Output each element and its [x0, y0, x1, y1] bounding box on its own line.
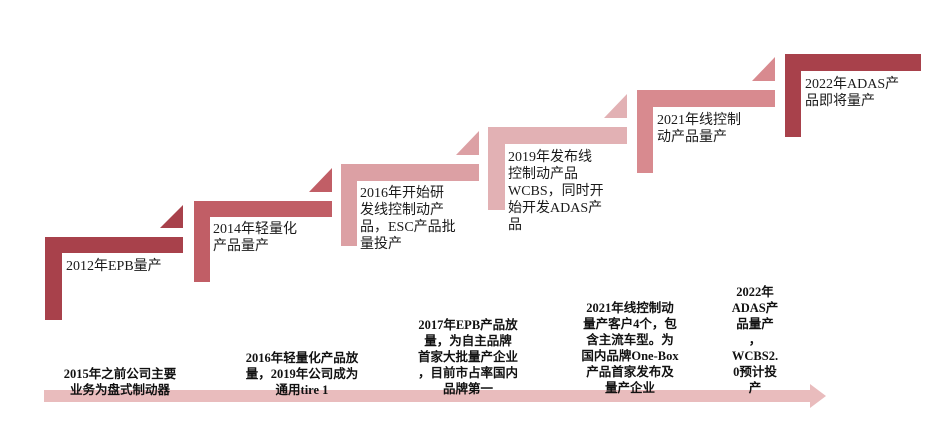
step-3-bar [341, 164, 479, 246]
step-1-bar [45, 237, 183, 320]
step-4-tip [604, 94, 627, 118]
step-2-label: 2014年轻量化 产品量产 [213, 222, 297, 254]
step-3-shape [341, 131, 479, 246]
step-2-shape [194, 168, 332, 282]
step-5-label: 2021年线控制 动产品量产 [657, 113, 741, 145]
step-6-shape [785, 54, 921, 137]
timeline-item-4: 2021年线控制动 量产客户4个，包 含主流车型。为 国内品牌One-Box 产… [581, 301, 679, 395]
step-2-bar [194, 201, 332, 282]
step-4-shape [488, 94, 627, 210]
timeline-item-3: 2017年EPB产品放 量，为自主品牌 首家大批量产企业 ，目前市占率国内 品牌… [417, 318, 518, 396]
step-1-tip [160, 205, 183, 228]
timeline-arrow [44, 384, 826, 408]
step-5-bar [637, 90, 775, 173]
step-5-shape [637, 57, 775, 173]
step-4-bar [488, 127, 627, 210]
step-6-label: 2022年ADAS产 品即将量产 [805, 77, 900, 109]
step-4-label: 2019年发布线 控制动产品 WCBS，同时开 始开发ADAS产 品 [508, 150, 604, 233]
timeline-item-5: 2022年 ADAS产 品量产 ， WCBS2. 0预计投 产 [731, 285, 779, 395]
step-5-tip [752, 57, 775, 81]
step-1-shape [45, 205, 183, 320]
step-3-label: 2016年开始研 发线控制动产 品，ESC产品批 量投产 [360, 186, 456, 252]
step-6-bar [785, 54, 921, 137]
step-1-label: 2012年EPB量产 [66, 259, 162, 274]
timeline-item-1: 2015年之前公司主要 业务为盘式制动器 [63, 367, 177, 397]
step-2-tip [309, 168, 332, 192]
step-3-tip [456, 131, 479, 155]
timeline-item-2: 2016年轻量化产品放 量，2019年公司成为 通用tire 1 [245, 351, 359, 397]
